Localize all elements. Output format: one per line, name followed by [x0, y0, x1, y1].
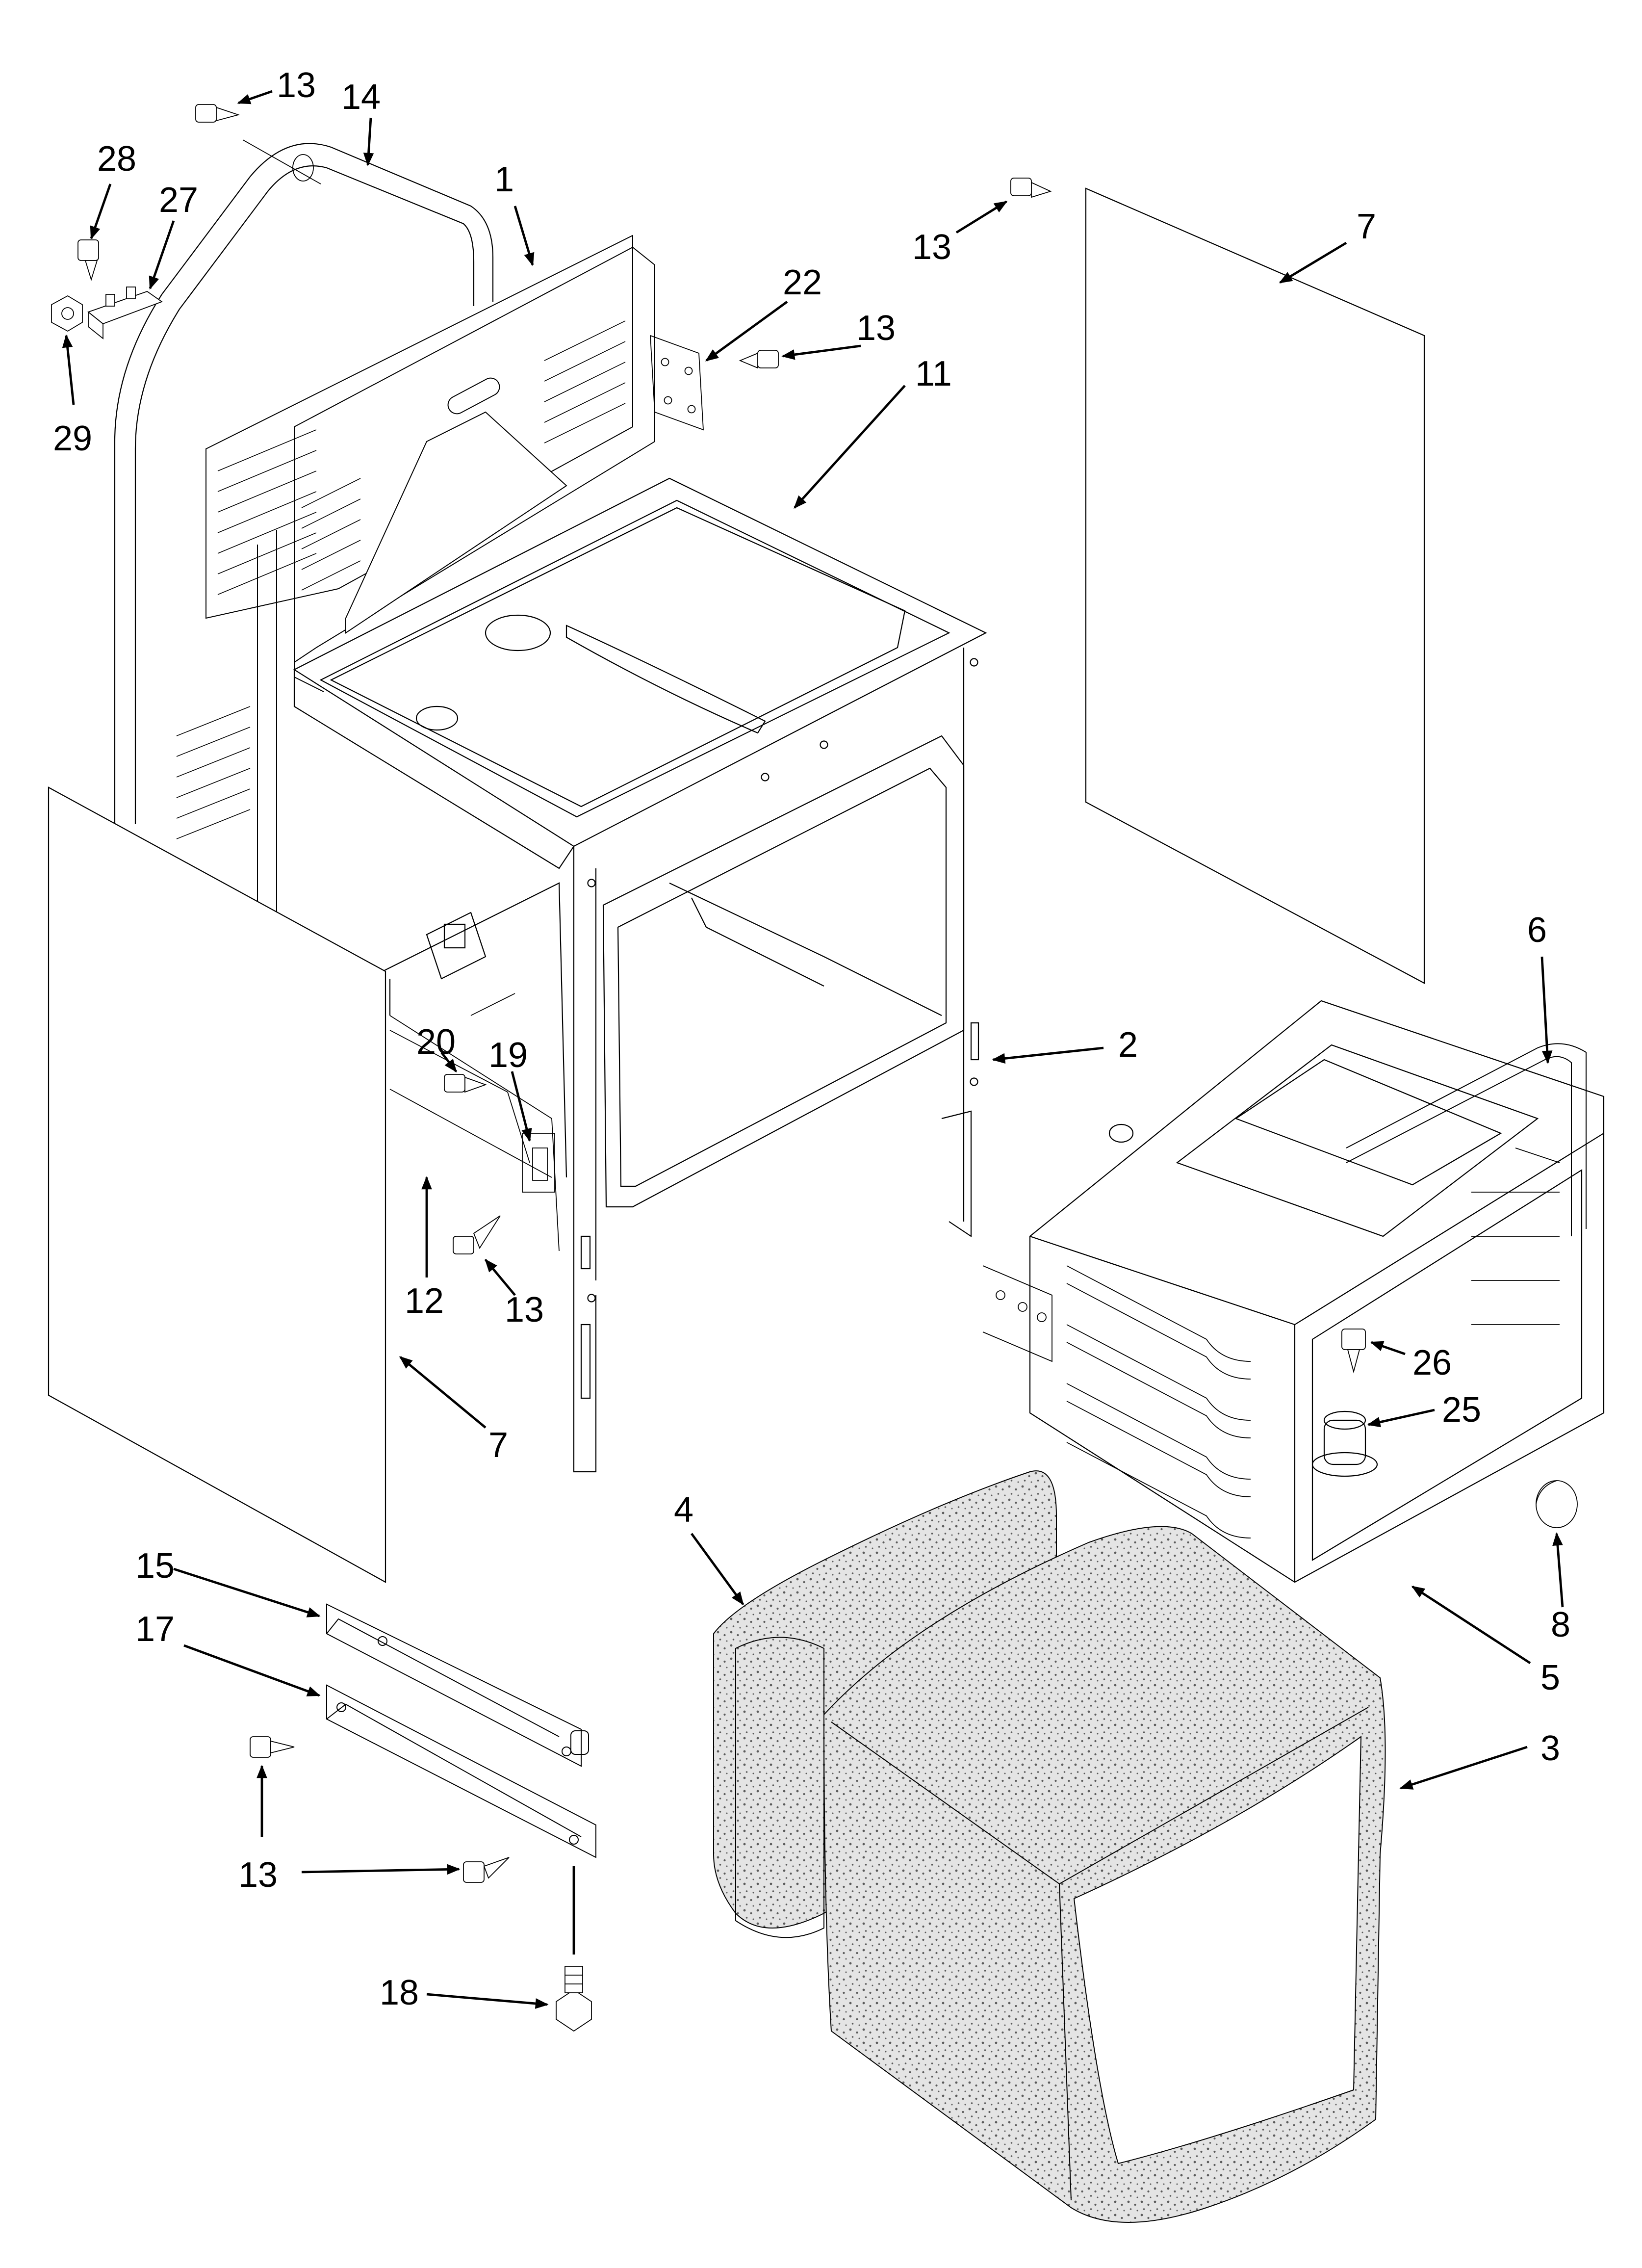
callout-2: 2	[1118, 1025, 1138, 1065]
knob-8	[1536, 1481, 1577, 1528]
screw-13-bottom-left	[250, 1737, 294, 1757]
rail-17	[327, 1685, 596, 1857]
leveling-leg-18	[556, 1966, 591, 2031]
callout-8: 8	[1551, 1605, 1570, 1644]
screw-28	[78, 240, 99, 280]
callout-13-bottom-left: 13	[238, 1855, 278, 1895]
side-panel-right	[1086, 188, 1424, 983]
callout-25: 25	[1442, 1390, 1481, 1430]
insulation-blanket	[824, 1527, 1385, 2222]
cooktop-pan	[294, 478, 986, 846]
callout-1: 1	[494, 160, 514, 199]
callout-13-top-left: 13	[277, 66, 316, 105]
screw-26	[1342, 1329, 1365, 1372]
side-panel-left	[49, 787, 385, 1582]
callout-13-hinge: 13	[856, 309, 896, 348]
callout-18: 18	[380, 1973, 419, 2012]
oven-cavity	[1030, 1001, 1604, 1582]
back-frame-tube	[115, 144, 493, 825]
callout-4: 4	[674, 1490, 693, 1530]
callout-6: 6	[1527, 911, 1547, 950]
callout-labels: 13 14 28 27 29 1 22 13 11 13 7 6 2 20 19…	[53, 66, 1570, 2012]
callout-27: 27	[159, 181, 198, 220]
screw-13-top-right	[1011, 178, 1051, 197]
callout-13-top-right: 13	[912, 228, 951, 267]
callout-11: 11	[915, 354, 952, 393]
leader-lines	[62, 90, 1564, 2009]
back-panel-louvers	[177, 321, 625, 839]
nut-29	[51, 296, 82, 331]
callout-28: 28	[97, 139, 136, 179]
screw-13-mid	[453, 1216, 500, 1254]
callout-29: 29	[53, 419, 92, 458]
callout-13-mid: 13	[505, 1290, 544, 1330]
callout-26: 26	[1412, 1343, 1452, 1382]
screw-13-hinge	[740, 350, 778, 368]
screw-20	[444, 1074, 486, 1092]
clamp	[243, 140, 321, 184]
callout-12: 12	[405, 1281, 444, 1321]
hinge-bracket	[650, 336, 703, 430]
screw-13-top-left	[196, 104, 238, 122]
back-panel	[206, 235, 655, 942]
callout-7-top: 7	[1357, 207, 1376, 246]
rail-15	[327, 1604, 589, 1766]
terminal-block-27	[88, 287, 162, 339]
callout-17: 17	[135, 1610, 175, 1649]
bake-element	[1346, 1043, 1586, 1236]
callout-3: 3	[1540, 1729, 1560, 1768]
callout-14: 14	[341, 78, 381, 117]
callout-19: 19	[488, 1036, 528, 1075]
callout-15: 15	[135, 1546, 175, 1586]
chassis-frame	[294, 648, 978, 1472]
front-brace	[390, 993, 559, 1251]
callout-5: 5	[1540, 1658, 1560, 1697]
callout-7-bottom: 7	[488, 1426, 508, 1465]
callout-20: 20	[416, 1022, 456, 1062]
callout-22: 22	[783, 263, 822, 302]
oven-rack-guides	[983, 1148, 1560, 1538]
screw-13-bottom	[463, 1857, 509, 1882]
